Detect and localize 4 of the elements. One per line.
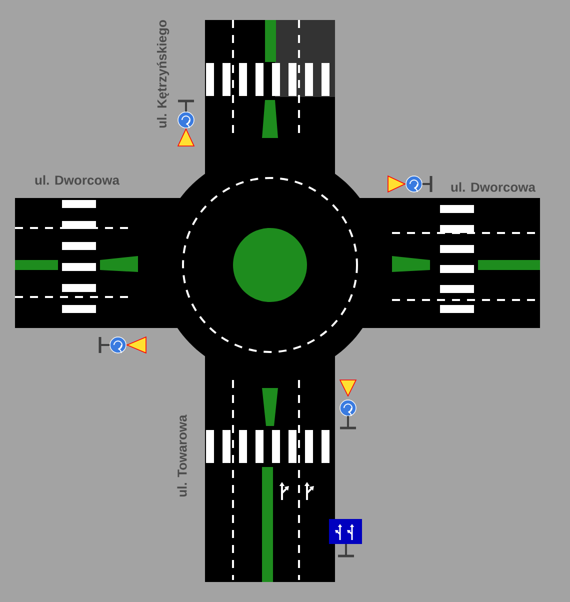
street-name: ul. Kętrzyńskiego bbox=[156, 20, 170, 128]
street-name: ul. Towarowa bbox=[177, 414, 187, 496]
street-name: ul. Dworcowa bbox=[451, 182, 536, 192]
street-name: ul. Dworcowa bbox=[35, 175, 120, 185]
